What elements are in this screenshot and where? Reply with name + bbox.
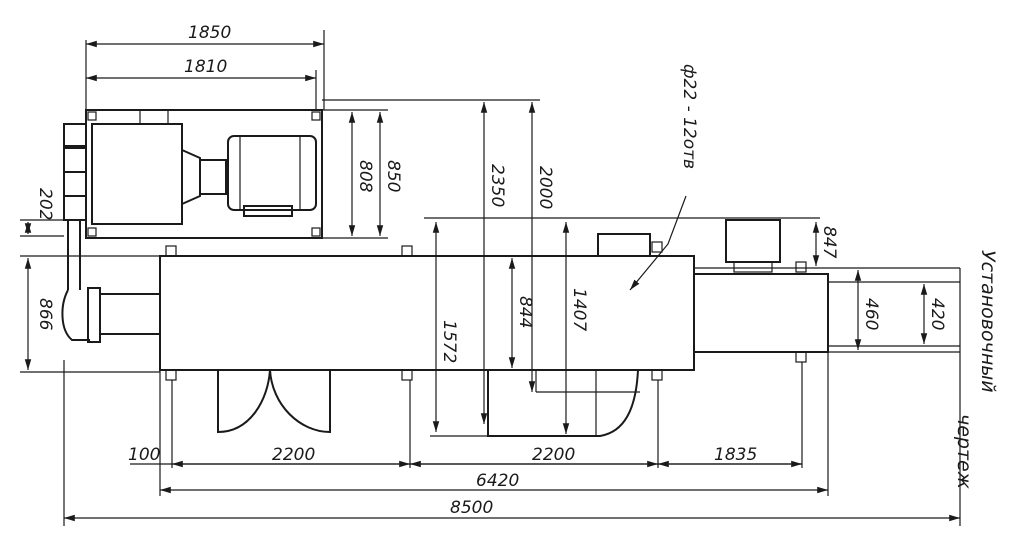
dim-1572: 1572 <box>439 320 459 363</box>
dim-420: 420 <box>927 298 947 330</box>
dim-1850: 1850 <box>188 23 231 43</box>
dim-1835: 1835 <box>714 445 757 465</box>
dim-2000: 2000 <box>535 166 555 209</box>
dim-2350: 2350 <box>487 164 507 207</box>
dim-100: 100 <box>128 445 160 465</box>
dim-2200-a: 2200 <box>272 445 315 465</box>
dim-2200-b: 2200 <box>532 445 575 465</box>
drive-unit <box>63 109 323 239</box>
main-chamber <box>159 219 829 437</box>
dimension-lines <box>24 40 960 522</box>
dim-850: 850 <box>383 160 403 192</box>
drawing-title: Установочный чертеж <box>953 250 999 489</box>
title-line-2: чертеж <box>953 414 975 489</box>
dim-6420: 6420 <box>476 471 519 491</box>
bolt-hole-note: ф22 - 12отв <box>679 64 699 169</box>
dim-866: 866 <box>35 298 55 331</box>
dim-847: 847 <box>819 226 839 259</box>
dim-844: 844 <box>515 296 535 328</box>
title-line-1: Установочный <box>977 250 999 393</box>
dim-1810: 1810 <box>184 57 227 77</box>
dimension-labels: 1850 1810 808 850 2350 2000 847 202 866 … <box>35 23 947 518</box>
dim-460: 460 <box>861 298 881 330</box>
dim-1407: 1407 <box>569 288 589 331</box>
dim-808: 808 <box>355 160 375 193</box>
dim-8500: 8500 <box>450 498 493 518</box>
dim-202: 202 <box>35 188 55 220</box>
